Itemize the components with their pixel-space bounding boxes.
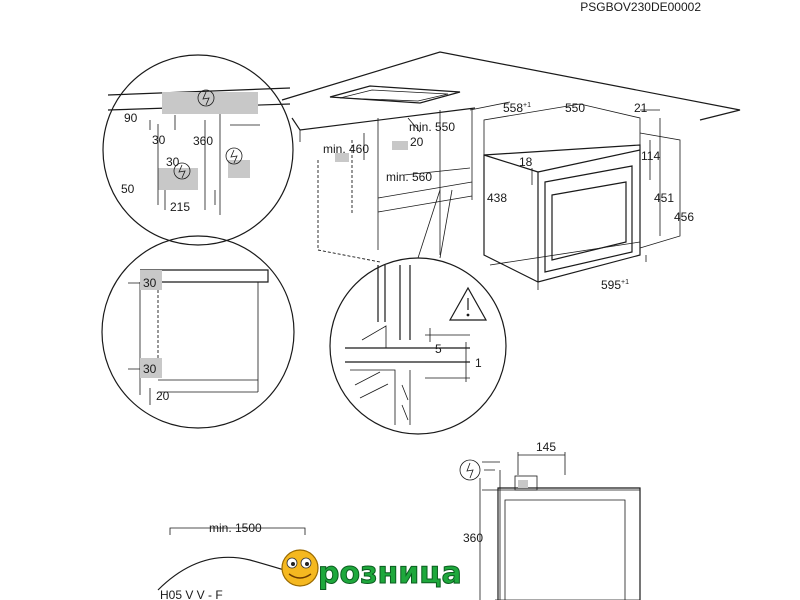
oven-frame-section [377,265,411,340]
oven-window [551,181,627,261]
dim-min1500: min. 1500 [209,521,262,535]
cooktop-outline [329,85,461,104]
dim-gap-1: 1 [475,356,482,370]
worktop-section [345,347,470,363]
dim-360-socket: 360 [463,531,483,545]
vent-marker [140,270,162,290]
cabinet-perspective: min. 460 min. 550 20 min. 560 [281,51,741,263]
lower-socket-zone [158,168,198,190]
vent-marker [335,153,349,162]
dim-side-20: 20 [156,389,170,403]
dim-50: 50 [121,182,135,196]
gap-detail-circle: 5 1 [329,189,507,435]
dim-145: 145 [536,440,556,454]
front-socket-view: 145 360 [459,440,641,600]
dim-456: 456 [674,210,694,224]
cabinet-shelf [377,181,473,213]
dim-558: 558+1 [503,101,531,115]
socket-detail-circle: 90 360 30 30 50 215 [102,54,294,246]
power-socket-icon [173,162,191,180]
dim-gap-5: 5 [435,342,442,356]
dim-side-30-bottom: 30 [143,362,157,376]
dim-min460: min. 460 [323,142,369,156]
dim-side-30-top: 30 [143,276,157,290]
dim-min550: min. 550 [409,120,455,134]
upper-socket-zone [162,92,258,114]
document-code: PSGBOV230DE00002 [580,0,701,14]
dim-30-upper: 30 [152,133,166,147]
dim-360-top: 360 [193,134,213,148]
oven-door [544,165,633,273]
dim-438: 438 [487,191,507,205]
dim-114: 114 [641,149,660,163]
vent-marker [392,141,408,150]
power-socket-icon [459,459,481,481]
dim-min560: min. 560 [386,170,432,184]
cooktop-glass [339,89,449,102]
dim-595: 595+1 [601,278,629,292]
watermark-logo: розница [281,549,462,592]
cable-type: H05 V V - F [160,588,223,600]
side-socket-zone [228,160,250,178]
power-socket-icon [197,89,215,107]
dim-20: 20 [410,135,424,149]
dim-21: 21 [634,101,648,115]
dim-451: 451 [654,191,674,205]
wood-grain [354,371,409,421]
dim-18: 18 [519,155,533,169]
warning-triangle-icon [448,286,488,321]
watermark-text: розница [318,556,462,591]
oven-perspective: 558+1 550 21 18 114 438 451 456 595+1 [469,101,694,292]
side-clearance-circle: 30 30 20 [101,235,295,429]
socket-box [514,475,538,491]
power-cable: min. 1500 H05 V V - F [157,521,314,600]
vent-marker [140,358,162,378]
dim-550: 550 [565,101,585,115]
power-socket-icon [225,147,243,165]
dim-215: 215 [170,200,190,214]
dim-90: 90 [124,111,138,125]
mascot-icon [281,549,319,587]
dim-30-lower: 30 [166,155,180,169]
